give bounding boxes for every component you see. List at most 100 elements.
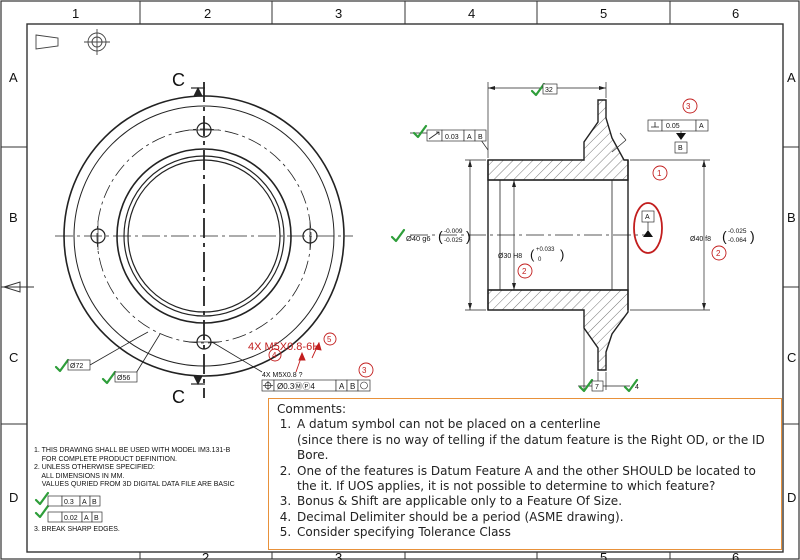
comments-box: Comments: A datum symbol can not be plac…: [268, 398, 782, 550]
col-label-1: 1: [72, 6, 79, 21]
runout-icon: [428, 131, 440, 140]
position-datum-a: A: [339, 382, 345, 391]
bore-lower: 0: [538, 257, 542, 263]
drawing-notes: 1. THIS DRAWING SHALL BE USED WITH MODEL…: [34, 447, 294, 535]
comment-item: Bonus & Shift are applicable only to a F…: [295, 494, 773, 509]
gen-tol-1-datum-b: B: [92, 499, 97, 506]
check-icon: [54, 358, 70, 373]
datum-a-triangle-icon: [643, 230, 653, 237]
runout-datum-b: B: [478, 134, 483, 141]
col-label-bottom-3: 3: [335, 550, 342, 560]
gen-tol-2-datum-a: A: [84, 515, 89, 522]
comment-item: Consider specifying Tolerance Class: [295, 525, 773, 540]
od-right-paren-close: ): [750, 228, 755, 244]
check-icon: [530, 82, 546, 97]
col-label-3: 3: [335, 6, 342, 21]
col-label-2: 2: [204, 6, 211, 21]
row-label-b: B: [9, 210, 18, 225]
red-arrows: [295, 341, 322, 373]
dim-pcd-text: Ø56: [117, 375, 130, 382]
row-label-a-right: A: [787, 70, 796, 85]
balloon-1-text: 1: [657, 169, 662, 178]
front-leaders: [89, 331, 263, 379]
position-datum-b: B: [350, 382, 355, 391]
gen-tol-1-datum-a: A: [82, 499, 87, 506]
comment-text: (since there is no way of telling if the…: [297, 432, 765, 463]
col-label-4: 4: [468, 6, 475, 21]
row-label-a: A: [9, 70, 18, 85]
datum-b-triangle-icon: [676, 133, 686, 140]
balloon-4: [268, 348, 282, 362]
dim-outer-text: Ø72: [70, 363, 83, 370]
section-view: [410, 99, 650, 371]
dim-box-72: [67, 359, 91, 371]
balloon-2-od-text: 2: [716, 249, 721, 258]
datum-b-box: [674, 141, 688, 154]
balloon-3-section: [682, 98, 698, 114]
row-label-d: D: [9, 490, 18, 505]
centering-mark-left: [2, 281, 21, 293]
check-icon: [390, 228, 406, 243]
bore-paren-open: (: [530, 247, 535, 262]
general-tol-fcf: [47, 495, 103, 523]
col-label-5: 5: [600, 6, 607, 21]
runout-datum-a: A: [467, 134, 472, 141]
comment-item: Decimal Delimiter should be a period (AS…: [295, 510, 773, 525]
balloon-2-bore-text: 2: [522, 267, 527, 276]
dim-7-text: 7: [595, 384, 599, 391]
check-icon: [101, 370, 117, 385]
comment-item: One of the features is Datum Feature A a…: [295, 464, 773, 495]
bore-paren-close: ): [560, 247, 564, 262]
note-line: FOR COMPLETE PRODUCT DEFINITION.: [34, 455, 177, 463]
od-left-nominal: Ø40 g6: [406, 234, 431, 243]
od-left-upper: -0.009: [444, 228, 463, 235]
col-label-6: 6: [732, 6, 739, 21]
row-label-b-right: B: [787, 210, 796, 225]
od-right-lower: -0.064: [728, 237, 747, 244]
od-left-paren-close: ): [466, 228, 471, 244]
perpendicularity-icon: [651, 122, 659, 128]
runout-value: 0.03: [445, 134, 459, 141]
gen-tol-2-datum-b: B: [94, 515, 99, 522]
thread-callout-small: 4X M5X0.8 ?: [262, 372, 303, 379]
check-icon: [412, 124, 428, 139]
gen-tol-2-value: 0.02: [64, 515, 78, 522]
od-left-paren-open: (: [438, 228, 443, 244]
col-label-bottom-6: 6: [732, 550, 739, 560]
note-line: 3. BREAK SHARP EDGES.: [34, 525, 120, 533]
balloon-2-od: [711, 245, 727, 261]
mmb-modifier-icon: [360, 381, 368, 390]
balloon-3-front: [358, 362, 374, 378]
dim-4-text: 4: [635, 384, 639, 391]
od-left-lower: -0.025: [444, 237, 463, 244]
gen-tol-1-value: 0.3: [64, 499, 74, 506]
position-value: Ø0.3ⓂⓅ4: [277, 382, 315, 391]
note-line: 2. UNLESS OTHERWISE SPECIFIED:: [34, 464, 155, 472]
datum-b-label: B: [678, 145, 683, 152]
col-label-bottom-5: 5: [600, 550, 607, 560]
dim-box-7: [591, 380, 604, 392]
balloon-3-front-text: 3: [362, 366, 367, 375]
od-right-nominal: Ø40 f8: [690, 236, 711, 243]
thread-callout-red: 4X M5X0.8-6H: [248, 341, 320, 353]
balloon-2-bore: [517, 263, 533, 279]
dim-box-56: [114, 371, 138, 383]
comment-item: A datum symbol can not be placed on a ce…: [295, 417, 773, 463]
balloon-5: [323, 332, 337, 346]
front-view: [55, 82, 353, 398]
position-icon: [263, 381, 273, 390]
balloon-3-section-text: 3: [686, 102, 691, 111]
note-line: 1. THIS DRAWING SHALL BE USED WITH MODEL…: [34, 447, 231, 454]
perp-value: 0.05: [666, 123, 680, 130]
dim-32-text: 32: [545, 87, 553, 94]
section-arrows: [191, 86, 205, 386]
od-right-paren-open: (: [722, 228, 727, 244]
note-line: VALUES QURIED FROM 3D DIGITAL DATA FILE …: [34, 481, 235, 489]
projection-symbol-icon: [35, 29, 110, 55]
balloon-5-text: 5: [327, 335, 332, 344]
comments-title: Comments:: [277, 402, 347, 416]
bore-upper: +0.033: [536, 247, 555, 253]
